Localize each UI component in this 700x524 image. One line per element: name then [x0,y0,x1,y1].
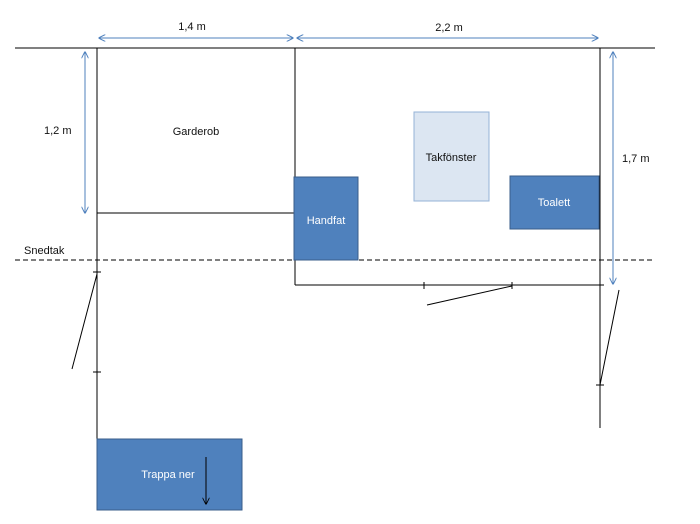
dimension-width-left-label: 1,4 m [178,21,206,33]
dimension-height-left-label: 1,2 m [44,125,72,137]
snedtak-label: Snedtak [24,245,65,257]
handfat-label: Handfat [307,215,346,227]
fixture-toalett: Toalett [509,175,600,230]
dimension-lines [85,38,613,284]
fixture-takfonster: Takfönster [413,111,490,202]
trappa-box [96,438,243,511]
dimension-width-right-label: 2,2 m [435,22,463,34]
takfonster-label: Takfönster [426,152,477,164]
walls [15,47,655,510]
takfonster-box [413,111,490,202]
fixture-trappa: Trappa ner [96,438,243,511]
dimension-height-right-label: 1,7 m [622,153,650,165]
fixture-handfat: Handfat [293,176,359,261]
bathroom-door-leaf [426,285,513,306]
right-door-leaf [599,289,620,386]
handfat-box [293,176,359,261]
left-door-leaf [71,273,98,370]
doors [71,273,620,386]
toalett-label: Toalett [538,197,570,209]
toalett-box [509,175,600,230]
trappa-label: Trappa ner [141,469,195,481]
garderob-label: Garderob [173,126,219,138]
